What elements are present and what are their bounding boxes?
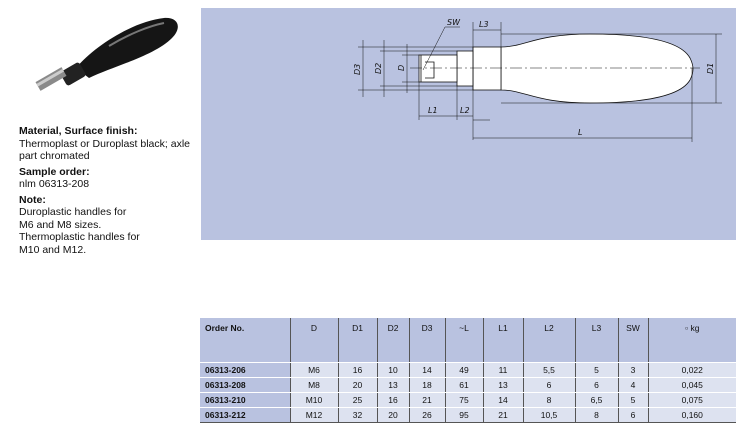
order-number-cell: 06313-212 — [200, 407, 291, 423]
material-heading: Material, Surface finish: — [19, 125, 138, 137]
order-number-cell: 06313-210 — [200, 392, 291, 408]
table-cell: 8 — [523, 392, 576, 408]
table-cell: 10 — [377, 362, 410, 378]
table-cell: 21 — [409, 392, 446, 408]
table-cell: 75 — [445, 392, 484, 408]
label-l: L — [578, 128, 582, 137]
table-cell: M6 — [290, 362, 339, 378]
table-cell: M12 — [290, 407, 339, 423]
label-d2: D2 — [374, 63, 383, 74]
table-cell: 16 — [377, 392, 410, 408]
technical-drawing-panel: SW L3 L1 L2 L D3 D2 D D1 — [201, 8, 736, 240]
table-cell: 13 — [483, 377, 524, 393]
label-sw: SW — [447, 18, 461, 27]
sample-heading: Sample order: — [19, 165, 90, 178]
table-cell: 18 — [409, 377, 446, 393]
col-header: L1 — [483, 318, 524, 363]
label-l3: L3 — [479, 20, 489, 29]
table-cell: 0,022 — [648, 362, 736, 378]
order-number-cell: 06313-206 — [200, 362, 291, 378]
table-cell: 11 — [483, 362, 524, 378]
table-cell: 0,045 — [648, 377, 736, 393]
table-cell: 6 — [575, 377, 619, 393]
table-cell: 6 — [618, 407, 649, 423]
table-cell: 5 — [618, 392, 649, 408]
col-header: L2 — [523, 318, 576, 363]
weight-icon: ▫ — [685, 323, 689, 333]
product-info: Material, Surface finish: Thermoplast or… — [19, 125, 199, 256]
col-header: D — [290, 318, 339, 363]
table-cell: M8 — [290, 377, 339, 393]
col-header: D3 — [409, 318, 446, 363]
table-cell: 5,5 — [523, 362, 576, 378]
label-d: D — [397, 65, 406, 71]
table-cell: 4 — [618, 377, 649, 393]
table-cell: 25 — [338, 392, 378, 408]
note-line: M10 and M12. — [19, 243, 87, 256]
dimensions-table: Order No. D D1 D2 D3 ~L L1 L2 L3 SW ▫ kg… — [200, 318, 736, 423]
label-d3: D3 — [353, 64, 362, 75]
col-header-weight: ▫ kg — [648, 318, 736, 363]
note-line: M6 and M8 sizes. — [19, 218, 102, 231]
col-header: D1 — [338, 318, 378, 363]
table-cell: 5 — [575, 362, 619, 378]
table-cell: 26 — [409, 407, 446, 423]
note-line: Duroplastic handles for — [19, 206, 127, 218]
order-number-cell: 06313-208 — [200, 377, 291, 393]
col-header: SW — [618, 318, 649, 363]
table-cell: 32 — [338, 407, 378, 423]
label-l1: L1 — [428, 106, 438, 115]
col-header: L3 — [575, 318, 619, 363]
table-cell: 16 — [338, 362, 378, 378]
table-cell: M10 — [290, 392, 339, 408]
sample-text: nlm 06313-208 — [19, 178, 90, 190]
table-cell: 14 — [409, 362, 446, 378]
technical-drawing: SW L3 L1 L2 L D3 D2 D D1 — [353, 18, 722, 142]
table-cell: 13 — [377, 377, 410, 393]
col-header: Order No. — [200, 318, 291, 363]
col-header: ~L — [445, 318, 484, 363]
product-photo — [35, 17, 178, 91]
col-header: D2 — [377, 318, 410, 363]
table-cell: 8 — [575, 407, 619, 423]
table-cell: 6 — [523, 377, 576, 393]
table-cell: 20 — [338, 377, 378, 393]
table-cell: 95 — [445, 407, 484, 423]
table-cell: 20 — [377, 407, 410, 423]
table-cell: 3 — [618, 362, 649, 378]
table-cell: 14 — [483, 392, 524, 408]
table-cell: 10,5 — [523, 407, 576, 423]
table-cell: 0,075 — [648, 392, 736, 408]
label-d1: D1 — [706, 63, 715, 74]
material-text: Thermoplast or Duroplast black; axle par… — [19, 137, 190, 163]
table-cell: 6,5 — [575, 392, 619, 408]
note-line: Thermoplastic handles for — [19, 231, 140, 243]
weight-label: kg — [690, 323, 700, 333]
note-heading: Note: — [19, 193, 46, 206]
label-l2: L2 — [460, 106, 470, 115]
table-cell: 0,160 — [648, 407, 736, 423]
table-header-row: Order No. D D1 D2 D3 ~L L1 L2 L3 SW ▫ kg — [200, 318, 736, 363]
table-cell: 49 — [445, 362, 484, 378]
table-cell: 21 — [483, 407, 524, 423]
table-cell: 61 — [445, 377, 484, 393]
